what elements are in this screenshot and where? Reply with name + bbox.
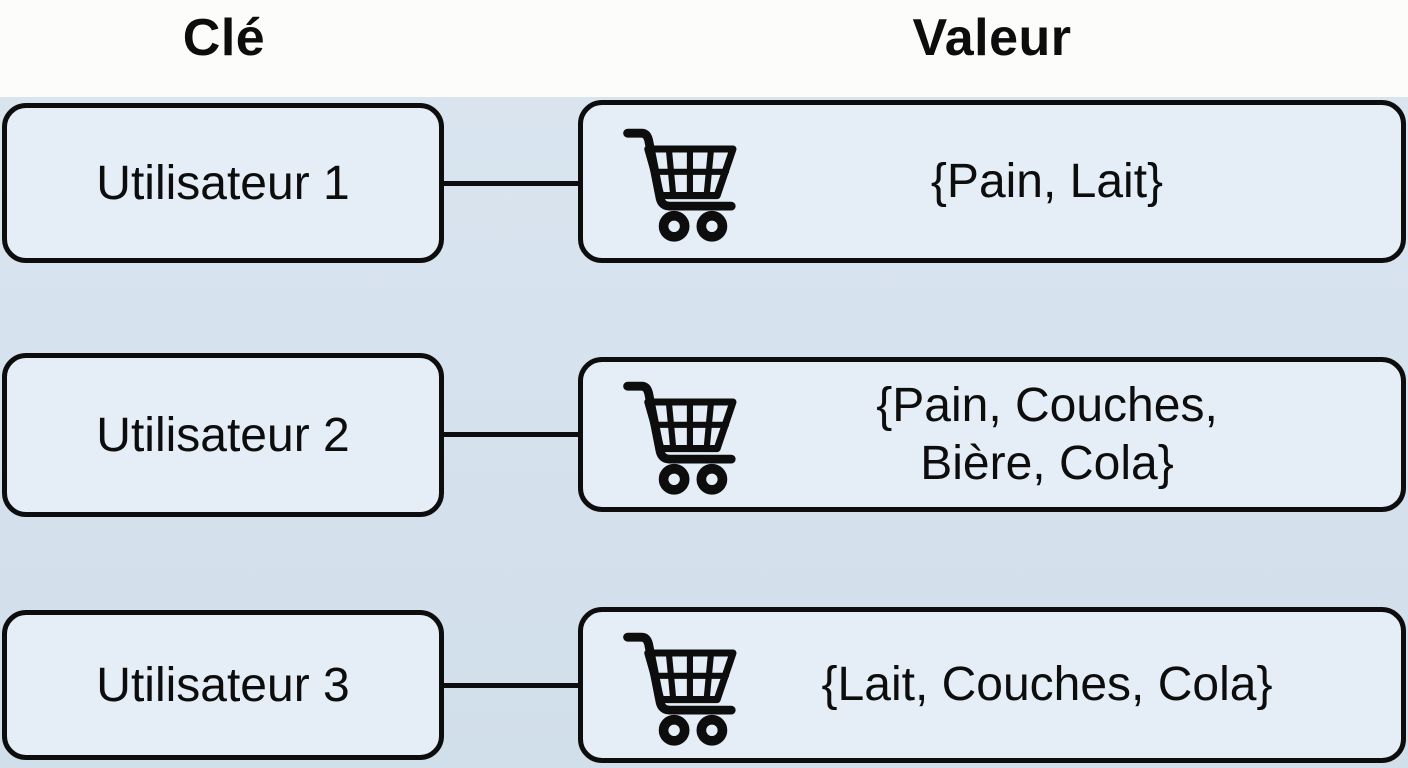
shopping-cart-icon <box>623 632 737 746</box>
value-node-utilisateur-2: {Pain, Couches, Bière, Cola} <box>578 357 1406 512</box>
basket-set-line: Bière, Cola} <box>920 436 1174 490</box>
key-label: Utilisateur 2 <box>96 408 350 462</box>
basket-set-line: {Pain, Lait} <box>930 154 1164 208</box>
value-node-utilisateur-3: {Lait, Couches, Cola} <box>578 607 1406 763</box>
value-node-utilisateur-1: {Pain, Lait} <box>578 100 1406 263</box>
key-column-header: Clé <box>182 9 266 67</box>
shopping-cart-icon <box>623 128 737 242</box>
basket-set-line: {Pain, Couches, <box>876 378 1218 432</box>
connector-line <box>440 683 580 688</box>
basket-set-label: {Pain, Couches, Bière, Cola} <box>741 377 1401 492</box>
connector-line <box>440 181 580 186</box>
basket-set-line: {Lait, Couches, Cola} <box>821 658 1273 712</box>
key-node-utilisateur-3: Utilisateur 3 <box>2 610 444 760</box>
basket-set-label: {Lait, Couches, Cola} <box>741 656 1401 714</box>
value-column-header: Valeur <box>912 9 1072 67</box>
key-node-utilisateur-1: Utilisateur 1 <box>2 103 444 263</box>
shopping-cart-icon <box>623 381 737 495</box>
key-label: Utilisateur 1 <box>96 156 350 210</box>
connector-line <box>440 432 580 437</box>
key-label: Utilisateur 3 <box>96 658 350 712</box>
basket-set-label: {Pain, Lait} <box>741 153 1401 211</box>
key-node-utilisateur-2: Utilisateur 2 <box>2 353 444 517</box>
